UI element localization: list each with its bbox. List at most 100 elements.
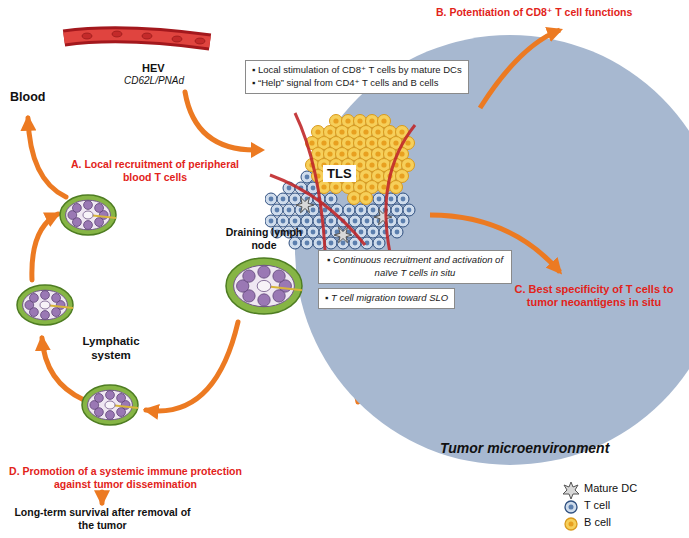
vessel-node: HEVCD62L/PNAd xyxy=(62,28,212,92)
t-cell xyxy=(355,204,367,216)
compartment-label: Blood xyxy=(10,90,45,105)
t-cell-icon xyxy=(569,505,574,510)
lymph-node-follicle xyxy=(106,391,115,400)
b-cell-nucleus xyxy=(333,140,338,145)
effect-label: D. Promotion of a systemic immune protec… xyxy=(8,465,243,490)
t-cell-nucleus xyxy=(353,241,358,246)
lymph-node-capsule xyxy=(226,258,302,314)
b-cell-icon xyxy=(569,522,574,527)
t-cell xyxy=(349,215,361,227)
dendritic-cell xyxy=(334,227,352,243)
system-label: Lymphatic system xyxy=(75,335,147,363)
lymph-node-cortex xyxy=(23,290,68,320)
t-cell-icon xyxy=(565,501,577,513)
outcome-label: Long-term survival after removal of the … xyxy=(10,506,195,531)
t-cell-nucleus xyxy=(293,197,298,202)
effect-label: B. Potentiation of CD8⁺ T cell functions xyxy=(436,6,632,19)
t-cell-nucleus xyxy=(365,219,370,224)
t-cell-nucleus xyxy=(317,241,322,246)
t-cell xyxy=(397,215,409,227)
bullet-text: ▪ “Help” signal from CD4⁺ T cells and B … xyxy=(252,77,462,90)
lymph-node-follicle xyxy=(106,411,115,420)
t-cell xyxy=(379,226,391,238)
arrow-head xyxy=(251,142,265,158)
t-cell-nucleus xyxy=(293,241,298,246)
hev-vessel xyxy=(386,125,415,253)
b-cell-nucleus xyxy=(339,129,344,134)
bullet-text: ▪ Local stimulation of CD8⁺ T cells by m… xyxy=(252,64,462,77)
t-cell-nucleus xyxy=(359,208,364,213)
b-cell-nucleus xyxy=(381,162,386,167)
t-cell-nucleus xyxy=(293,219,298,224)
flow-line xyxy=(185,92,255,150)
b-cell-nucleus xyxy=(375,129,380,134)
b-cell-nucleus xyxy=(387,151,392,156)
t-cell-nucleus xyxy=(359,230,364,235)
t-cell xyxy=(301,215,313,227)
b-cell xyxy=(390,181,403,194)
cluster-label: TLS xyxy=(323,165,356,182)
b-cell-nucleus xyxy=(327,151,332,156)
t-cell-nucleus xyxy=(305,241,310,246)
t-cell-nucleus xyxy=(311,186,316,191)
lymph-node-follicle xyxy=(117,394,126,403)
t-cell-nucleus xyxy=(281,219,286,224)
t-cell-nucleus xyxy=(377,241,382,246)
tumor-region xyxy=(295,35,689,465)
b-cell-nucleus xyxy=(327,129,332,134)
blood-cell xyxy=(142,33,152,39)
t-cell-nucleus xyxy=(275,208,280,213)
lymph-node-follicle xyxy=(52,308,61,317)
b-cell xyxy=(348,192,361,205)
b-cell xyxy=(360,192,373,205)
t-cell-nucleus xyxy=(401,197,406,202)
t-cell xyxy=(277,215,289,227)
edge-label: A. Local recruitment of peripheral blood… xyxy=(70,158,240,183)
t-cell xyxy=(325,193,337,205)
t-cell-nucleus xyxy=(311,230,316,235)
t-cell-nucleus xyxy=(329,219,334,224)
node-label: Draining lymph node xyxy=(216,226,312,251)
lymph-node-follicle xyxy=(95,204,104,213)
lymph-node-cortex xyxy=(66,200,111,230)
t-cell xyxy=(343,204,355,216)
b-cell-nucleus xyxy=(339,151,344,156)
t-cell-nucleus xyxy=(305,175,310,180)
t-cell xyxy=(307,226,319,238)
lymph-node-capsule xyxy=(82,385,138,425)
b-cell-nucleus xyxy=(357,140,362,145)
t-cell xyxy=(289,237,301,249)
t-cell-nucleus xyxy=(281,197,286,202)
vessel-label: HEV xyxy=(142,62,165,74)
lymph-node-follicle xyxy=(41,311,50,320)
b-cell-nucleus xyxy=(363,129,368,134)
b-cell-nucleus xyxy=(345,140,350,145)
b-cell-nucleus xyxy=(375,173,380,178)
b-cell-nucleus xyxy=(399,151,404,156)
note-box: ▪ T cell migration toward SLO xyxy=(318,288,455,309)
t-cell-nucleus xyxy=(287,186,292,191)
b-cell-nucleus xyxy=(405,162,410,167)
effect-arrow xyxy=(480,30,560,108)
b-cell-nucleus xyxy=(369,140,374,145)
legend-text: B cell xyxy=(584,516,611,529)
t-cell xyxy=(403,204,415,216)
b-cell-nucleus xyxy=(369,162,374,167)
note-box: ▪ Continuous recruitment and activation … xyxy=(318,250,512,284)
b-cell-nucleus xyxy=(309,140,314,145)
b-cell-nucleus xyxy=(345,184,350,189)
t-cell-nucleus xyxy=(401,219,406,224)
dendritic-cell xyxy=(374,209,392,225)
t-cell-nucleus xyxy=(371,230,376,235)
note-box: ▪ Local stimulation of CD8⁺ T cells by m… xyxy=(245,60,469,94)
lymph-node-medulla xyxy=(257,280,271,291)
b-cell-nucleus xyxy=(369,184,374,189)
b-cell-nucleus xyxy=(357,118,362,123)
lymph-node-capsule xyxy=(60,195,116,235)
t-cell xyxy=(271,204,283,216)
t-cell-nucleus xyxy=(305,219,310,224)
b-cell-nucleus xyxy=(399,173,404,178)
lymph-node-drawing xyxy=(216,255,312,317)
b-cell-nucleus xyxy=(363,195,368,200)
effect-label: C. Best specificity of T cells to tumor … xyxy=(505,283,683,309)
